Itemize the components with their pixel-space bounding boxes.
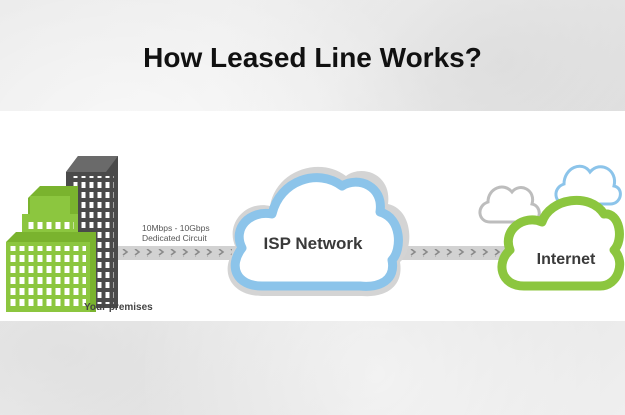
small-blue-cloud-icon (554, 164, 622, 206)
isp-network-label: ISP Network (264, 234, 363, 253)
dedicated-circuit-link (100, 246, 240, 260)
link-speed-label: 10Mbps - 10Gbps (142, 223, 210, 233)
isp-network-cloud-icon (227, 166, 410, 297)
page-title: How Leased Line Works? (143, 42, 482, 73)
internet-cloud-icon (497, 195, 625, 291)
link-circuit-label: Dedicated Circuit (142, 233, 207, 243)
isp-internet-link (398, 246, 510, 260)
office-buildings-icon (6, 156, 118, 312)
small-grey-cloud-icon (478, 185, 541, 224)
internet-label: Internet (537, 251, 596, 268)
premises-label: Your premises (84, 302, 153, 313)
